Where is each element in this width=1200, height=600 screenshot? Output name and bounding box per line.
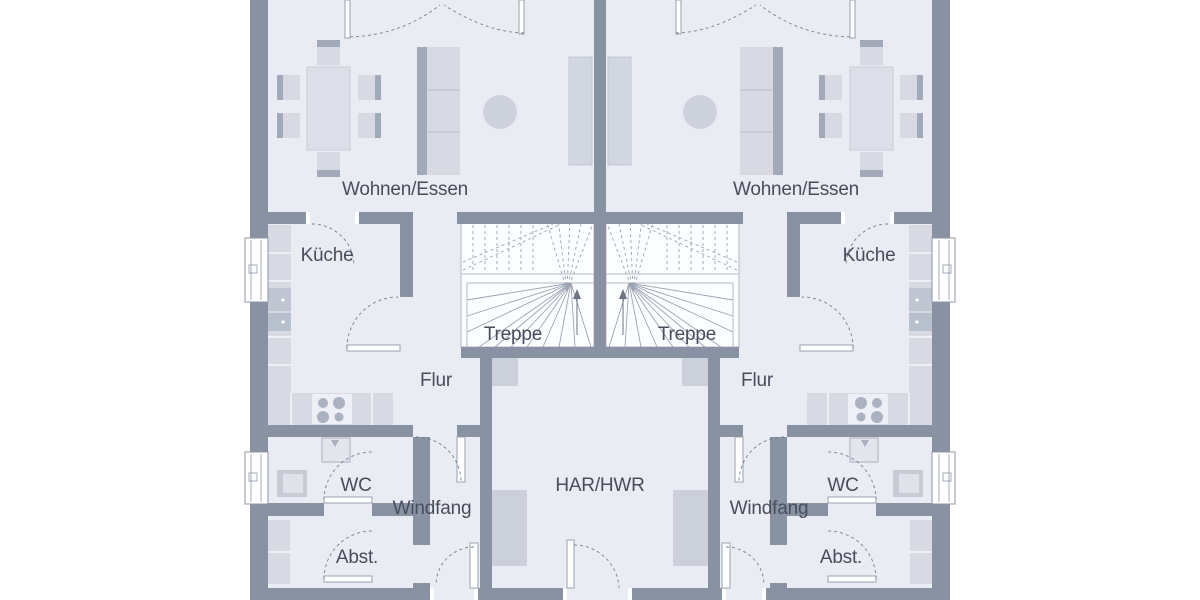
terrace-doors (344, 0, 856, 39)
room-label-living-right: Wohnen/Essen (732, 179, 860, 200)
kitchen-counter-right (807, 225, 932, 425)
sofa-left (417, 47, 460, 175)
wc-doors (323, 451, 877, 504)
room-label-wc-right: WC (827, 475, 859, 496)
sideboard-right (607, 56, 632, 166)
stair-treads-left (460, 218, 595, 348)
room-label-hall-right: Flur (741, 370, 773, 391)
wc-fixtures-left (277, 437, 351, 497)
utility-door (563, 539, 632, 600)
shaft (682, 358, 708, 386)
entrance-doors (430, 542, 766, 600)
coffee-table-right (683, 95, 717, 129)
wc-fixtures-right (849, 437, 923, 497)
room-label-utility: HAR/HWR (555, 475, 645, 496)
fridge (909, 313, 932, 331)
room-label-storage-right: Abst. (819, 547, 863, 568)
oven (268, 288, 291, 311)
interior-walls-left (250, 212, 594, 588)
dining-table (306, 66, 351, 151)
room-label-stairs-left: Treppe (483, 324, 543, 345)
sofa-right (740, 47, 783, 175)
fridge (268, 313, 291, 331)
shaft (492, 358, 518, 386)
room-label-vestibule-left: Windfang (392, 498, 472, 519)
utility-appliances (492, 358, 708, 566)
room-label-vestibule-right: Windfang (729, 498, 809, 519)
room-label-storage-left: Abst. (335, 547, 379, 568)
storage-doors (323, 530, 877, 583)
room-label-kitchen-right: Küche (842, 245, 896, 266)
room-label-hall-left: Flur (420, 370, 452, 391)
storage-shelf-left (268, 520, 290, 584)
dryer (673, 490, 708, 566)
room-label-wc-left: WC (340, 475, 372, 496)
coffee-table-left (483, 95, 517, 129)
room-label-living-left: Wohnen/Essen (341, 179, 469, 200)
window-left-wc (244, 451, 269, 505)
hall-vestibule-doors (415, 436, 785, 483)
kitchen-counter-left (268, 225, 393, 425)
washer (492, 490, 527, 566)
kitchen-hall-doors (346, 296, 854, 352)
dining-set-left (277, 40, 381, 177)
kitchen-doors-top (306, 212, 894, 267)
dining-table (849, 66, 894, 151)
dining-set-right (819, 40, 923, 177)
window-right-kitchen (931, 237, 956, 303)
window-left-kitchen (244, 237, 269, 303)
storage-shelf-right (910, 520, 932, 584)
window-right-wc (931, 451, 956, 505)
room-label-kitchen-left: Küche (300, 245, 354, 266)
party-wall (594, 0, 606, 358)
room-label-stairs-right: Treppe (657, 324, 717, 345)
interior-walls-right (606, 212, 950, 588)
oven (909, 288, 932, 311)
sideboard-left (568, 56, 593, 166)
